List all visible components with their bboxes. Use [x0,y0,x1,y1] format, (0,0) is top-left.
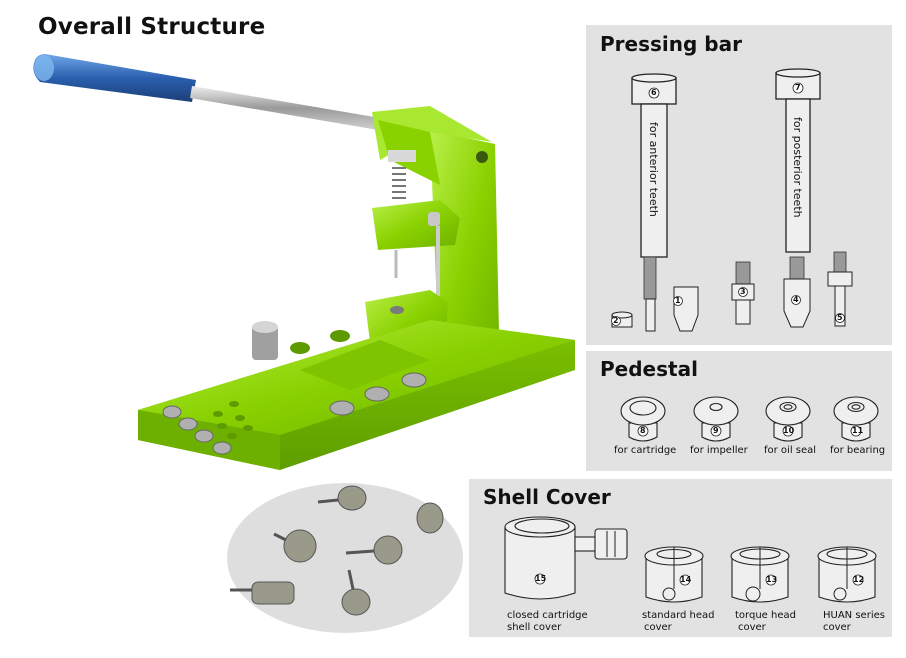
shell-cover-part [252,326,278,360]
shell-14-label-line2: cover [644,622,672,633]
part-2-number: 2 [613,316,619,325]
pedestal-9-number: 9 [713,426,719,435]
cartridges-photo [227,483,463,633]
part-3-number: 3 [740,287,746,296]
shell-12-label-line2: cover [823,622,851,633]
pedestal-diagram [620,396,879,442]
pedestal-11-number: 11 [852,426,864,435]
part-3-marker [738,287,748,297]
pressing-bar-panel: Pressing bar [586,25,892,345]
pedestal-10-number: 10 [783,426,795,435]
part-1-marker [673,296,683,306]
shell-15-label-line1: closed cartridge [507,610,588,621]
press-column [430,130,500,385]
shell-15-label-line2: shell cover [507,622,562,633]
bar-7-number: 7 [795,83,801,92]
shell-cover-title: Shell Cover [483,485,611,509]
lever-rod [190,86,380,130]
pedestal-8-number: 8 [640,426,646,435]
part-1-number: 1 [675,296,681,305]
shell-cover-panel: Shell Cover 15 14 [469,479,892,637]
spring [392,167,406,199]
shell-15-number: 15 [535,574,547,583]
shell-13-label-line2: cover [738,622,766,633]
part-5-number: 5 [837,313,843,322]
part-5-marker [835,313,845,323]
pedestal-8-label: for cartridge [614,445,677,456]
lever-handle [33,54,197,102]
shell-13-number: 13 [766,575,778,584]
bar-7-label: for posterior teeth [791,117,804,218]
pedestal-panel: Pedestal 8 9 10 11 for cartridge for imp… [586,351,892,471]
bar-number-7-icon [792,82,804,94]
shell-13-label-line1: torque head [735,610,796,621]
pedestal-11-label: for bearing [830,445,886,456]
pedestal-10-label: for oil seal [764,445,817,456]
bar-6-number: 6 [651,88,657,97]
pedestal-9-label: for impeller [690,445,748,456]
pedestal-title: Pedestal [600,357,698,381]
bar-number-6-icon [648,87,660,99]
bearing-press-photo [33,54,575,470]
shell-14-number: 14 [680,575,692,584]
pressing-bar-diagram [611,68,853,332]
part-2-marker [611,316,621,326]
pressing-bar-title: Pressing bar [600,32,742,56]
shell-12-number: 12 [853,575,865,584]
shell-12-label-line1: HUAN series [823,610,885,621]
part-4-number: 4 [793,295,799,304]
page-title: Overall Structure [38,14,266,40]
shell-cover-diagram [504,516,877,603]
bar-6-label: for anterior teeth [647,122,660,217]
part-4-marker [791,295,801,305]
shell-14-label-line1: standard head [642,610,715,621]
